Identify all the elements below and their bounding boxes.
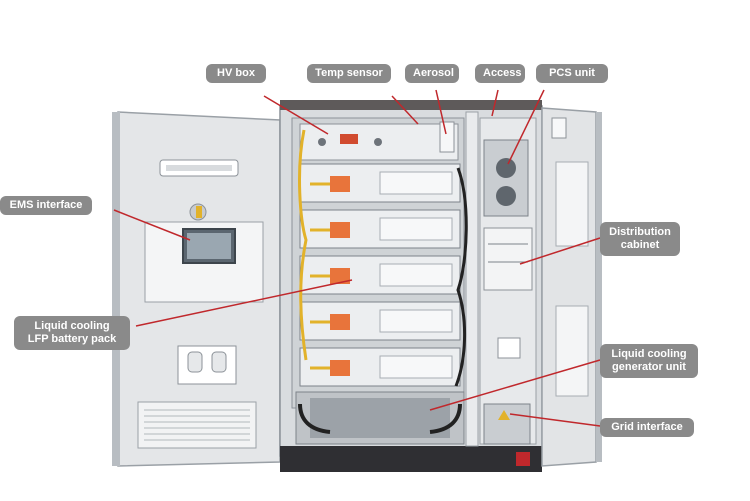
label-hv-box-text: HV box xyxy=(217,67,255,79)
battery-module xyxy=(299,255,461,295)
label-distribution-cabinet-line1: Distribution xyxy=(609,226,671,238)
label-ems-interface: EMS interface xyxy=(0,196,92,215)
callout-line-hv-box xyxy=(263,95,329,135)
pcs-unit xyxy=(483,139,529,217)
callout-line-distribution-cabinet xyxy=(519,237,601,265)
label-generator-unit-line2: generator unit xyxy=(612,361,686,373)
battery-module xyxy=(299,163,461,203)
label-access-text: Access xyxy=(483,67,522,79)
label-hv-box: HV box xyxy=(206,64,266,83)
callout-lines xyxy=(113,89,601,427)
label-aerosol-text: Aerosol xyxy=(413,67,454,79)
right-door xyxy=(541,107,602,467)
ems-screen xyxy=(144,221,264,303)
label-battery-pack-line1: Liquid cooling xyxy=(34,320,110,332)
label-temp-sensor-text: Temp sensor xyxy=(315,67,383,79)
label-grid-interface-text: Grid interface xyxy=(611,421,683,433)
label-access: Access xyxy=(475,64,525,83)
cooling-generator-unit xyxy=(295,391,465,445)
callout-line-access xyxy=(491,89,499,117)
callout-line-battery-pack xyxy=(135,279,353,327)
left-door-vent xyxy=(137,401,257,449)
label-distribution-cabinet-line2: cabinet xyxy=(620,239,660,251)
label-distribution-cabinet: Distribution cabinet xyxy=(600,222,680,256)
grid-interface xyxy=(483,403,531,445)
label-aerosol: Aerosol xyxy=(405,64,459,83)
callout-line-grid-interface xyxy=(509,413,601,427)
label-grid-interface: Grid interface xyxy=(600,418,694,437)
label-generator-unit: Liquid cooling generator unit xyxy=(600,344,698,378)
callout-line-aerosol xyxy=(435,89,447,135)
label-battery-pack: Liquid cooling LFP battery pack xyxy=(14,316,130,350)
label-temp-sensor: Temp sensor xyxy=(307,64,391,83)
label-generator-unit-line1: Liquid cooling xyxy=(611,348,687,360)
callout-line-pcs-unit xyxy=(507,89,545,165)
label-pcs-unit: PCS unit xyxy=(536,64,608,83)
label-pcs-unit-text: PCS unit xyxy=(549,67,595,79)
left-door xyxy=(112,111,281,467)
callout-line-generator-unit xyxy=(429,359,601,411)
battery-modules xyxy=(298,129,468,387)
callout-line-temp-sensor xyxy=(391,95,419,125)
label-ems-interface-text: EMS interface xyxy=(9,199,83,211)
callout-line-ems-interface xyxy=(113,209,191,241)
hv-box xyxy=(299,121,459,161)
label-battery-pack-line2: LFP battery pack xyxy=(27,333,117,345)
distribution-cabinet xyxy=(483,227,533,359)
